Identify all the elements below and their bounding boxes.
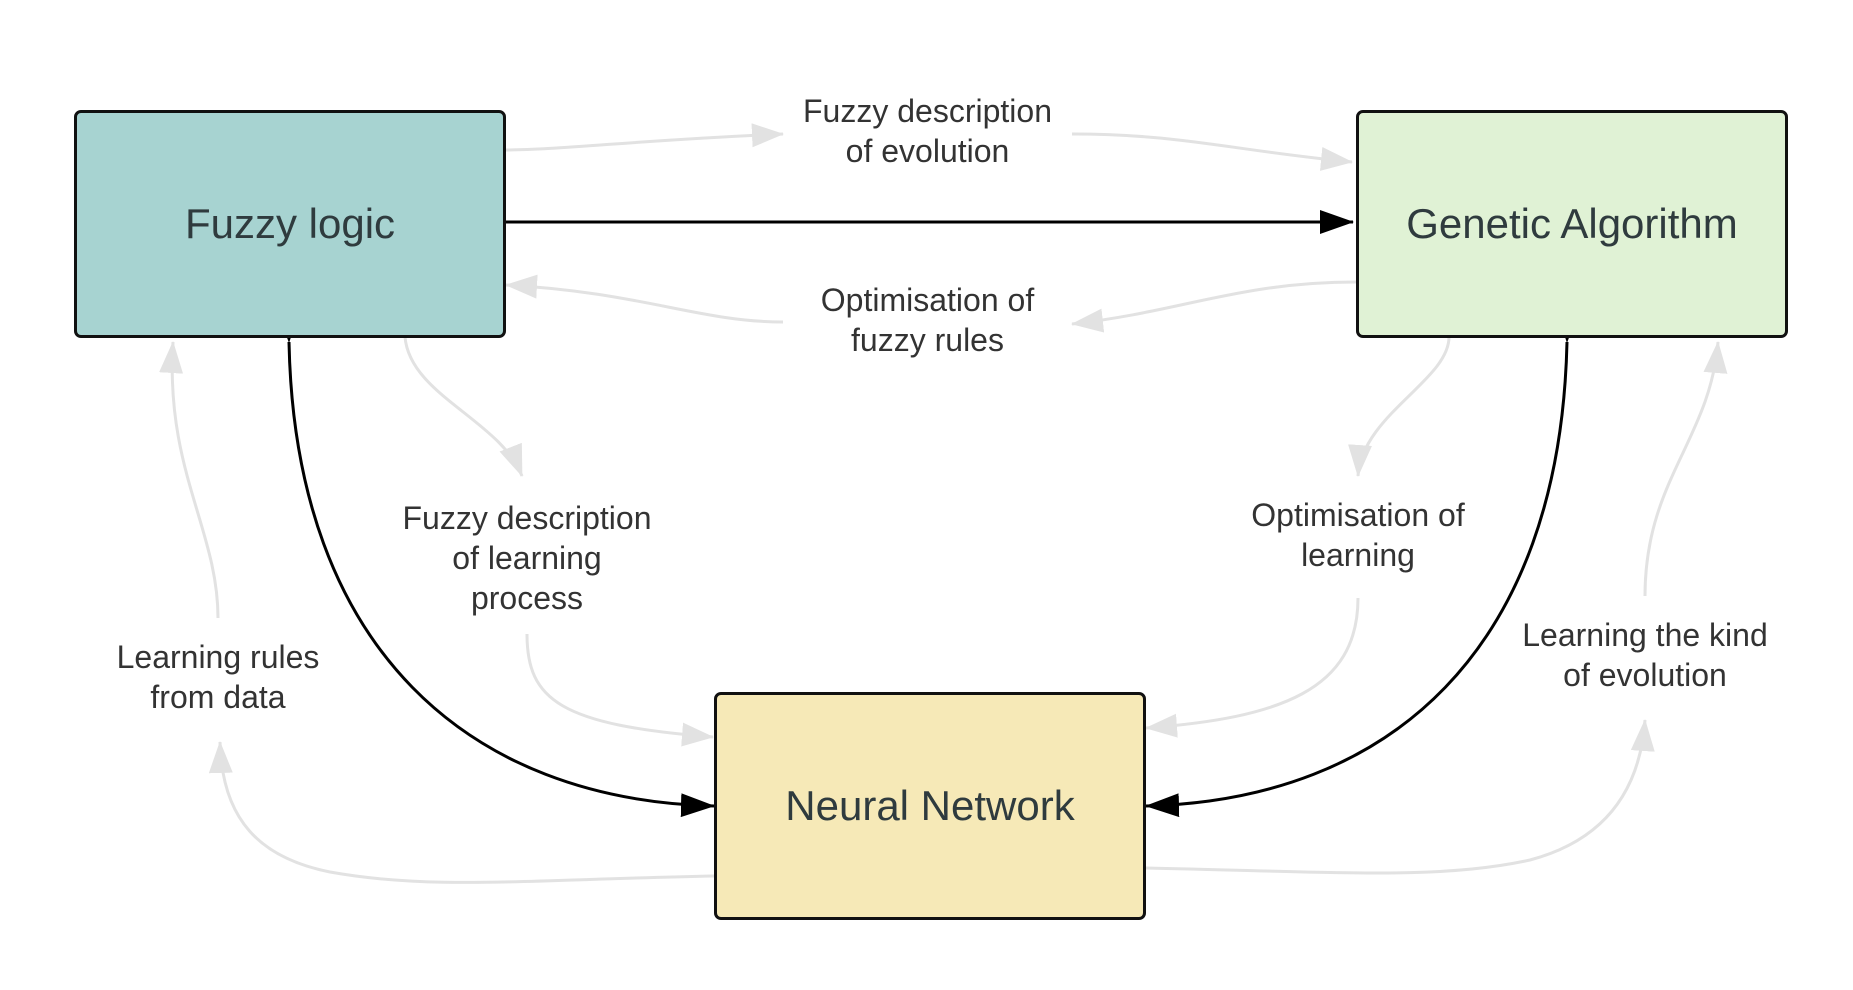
fl-to-nn-learning-arrow-in — [403, 336, 524, 477]
ga-to-fl-edge-label: Optimisation of fuzzy rules — [783, 280, 1072, 360]
ga-to-nn-edge-label-line-2: learning — [1301, 537, 1415, 573]
fl-to-ga-edge-label-line-2: of evolution — [845, 133, 1010, 169]
ga-to-nn-learning-arrow-out — [1145, 597, 1360, 738]
nn-to-fl-rules-arrow-in — [208, 741, 715, 884]
fuzzy-logic-label: Fuzzy logic — [184, 200, 396, 247]
nn-to-ga-evolution-arrow-in — [1145, 719, 1655, 875]
nn-to-fl-edge-label-line-1: Learning rules — [116, 639, 320, 675]
neural-network-node: Neural Network — [714, 692, 1146, 920]
ga-to-nn-edge-label: Optimisation of learning — [1213, 495, 1503, 575]
fl-to-ga-evolution-arrow-out — [1071, 132, 1353, 171]
ga-to-nn-edge-label-line-1: Optimisation of — [1251, 497, 1465, 533]
fuzzy-logic-node: Fuzzy logic — [74, 110, 506, 338]
ga-to-nn-learning-arrow-in — [1348, 336, 1451, 477]
fl-to-nn-edge-label-line-1: Fuzzy description — [402, 500, 652, 536]
nn-to-fl-edge-label-line-2: from data — [150, 679, 286, 715]
ga-to-fl-edge-label-line-2: fuzzy rules — [851, 322, 1004, 358]
fl-to-nn-edge-label-line-2: of learning — [452, 540, 602, 576]
ga-to-fl-rules-arrow-in — [1071, 280, 1357, 333]
ga-to-fl-edge-label-line-1: Optimisation of — [820, 282, 1035, 318]
fl-to-ga-edge-label: Fuzzy description of evolution — [783, 91, 1072, 171]
genetic-algorithm-label: Genetic Algorithm — [1406, 200, 1738, 247]
nn-to-fl-edge-label: Learning rules from data — [88, 637, 348, 717]
nn-to-fl-rules-arrow-out — [159, 341, 220, 619]
nn-to-ga-evolution-arrow-out — [1643, 341, 1728, 597]
nn-to-ga-edge-label-line-1: Learning the kind — [1522, 617, 1768, 653]
fl-to-nn-learning-arrow-out — [525, 633, 714, 747]
nn-to-ga-edge-label-line-2: of evolution — [1563, 657, 1727, 693]
fl-to-ga-edge-label-line-1: Fuzzy description — [803, 93, 1052, 129]
ga-nn-bidirectional-arrow — [1145, 308, 1580, 818]
ga-to-fl-rules-arrow-out — [505, 274, 784, 324]
genetic-algorithm-node: Genetic Algorithm — [1356, 110, 1788, 338]
fl-to-nn-edge-label: Fuzzy description of learning process — [382, 498, 672, 618]
nn-to-ga-edge-label: Learning the kind of evolution — [1495, 615, 1795, 695]
neural-network-label: Neural Network — [785, 782, 1075, 829]
fl-nn-bidirectional-arrow — [276, 308, 715, 818]
fl-to-ga-evolution-arrow-in — [503, 123, 784, 152]
fl-to-nn-edge-label-line-3: process — [470, 580, 584, 616]
